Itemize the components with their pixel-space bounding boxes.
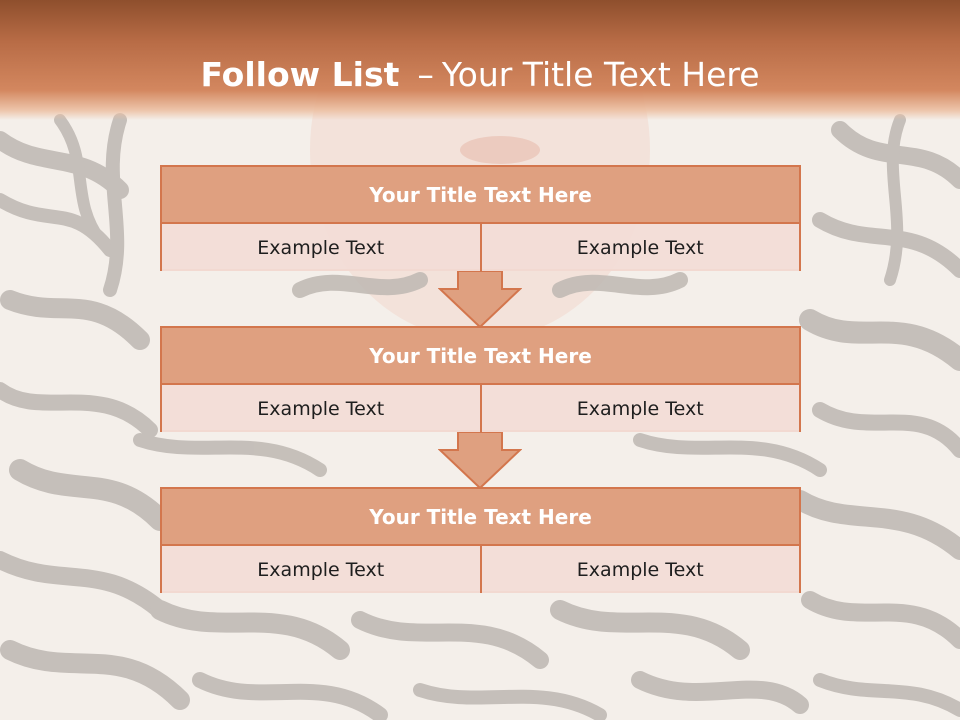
step-2-left-cell: Example Text — [162, 385, 480, 432]
slide-title-rest: Your Title Text Here — [441, 55, 760, 94]
slide-title-dash: – — [417, 55, 434, 94]
step-title-1: Your Title Text Here — [162, 167, 799, 224]
step-box-3: Your Title Text Here Example Text Exampl… — [160, 487, 801, 593]
slide-title-bold: Follow List — [200, 55, 400, 94]
step-row-2: Example Text Example Text — [162, 385, 799, 432]
step-row-3: Example Text Example Text — [162, 546, 799, 593]
down-arrow-icon-1 — [438, 271, 522, 329]
step-1-right-cell: Example Text — [479, 224, 799, 271]
title-banner — [0, 0, 960, 120]
step-3-right-cell: Example Text — [479, 546, 799, 593]
step-row-1: Example Text Example Text — [162, 224, 799, 271]
step-3-left-cell: Example Text — [162, 546, 480, 593]
step-2-right-cell: Example Text — [479, 385, 799, 432]
step-box-2: Your Title Text Here Example Text Exampl… — [160, 326, 801, 432]
step-title-3: Your Title Text Here — [162, 489, 799, 546]
step-box-1: Your Title Text Here Example Text Exampl… — [160, 165, 801, 271]
step-1-left-cell: Example Text — [162, 224, 480, 271]
slide-title: Follow List–Your Title Text Here — [0, 52, 960, 98]
step-title-2: Your Title Text Here — [162, 328, 799, 385]
down-arrow-icon-2 — [438, 432, 522, 490]
